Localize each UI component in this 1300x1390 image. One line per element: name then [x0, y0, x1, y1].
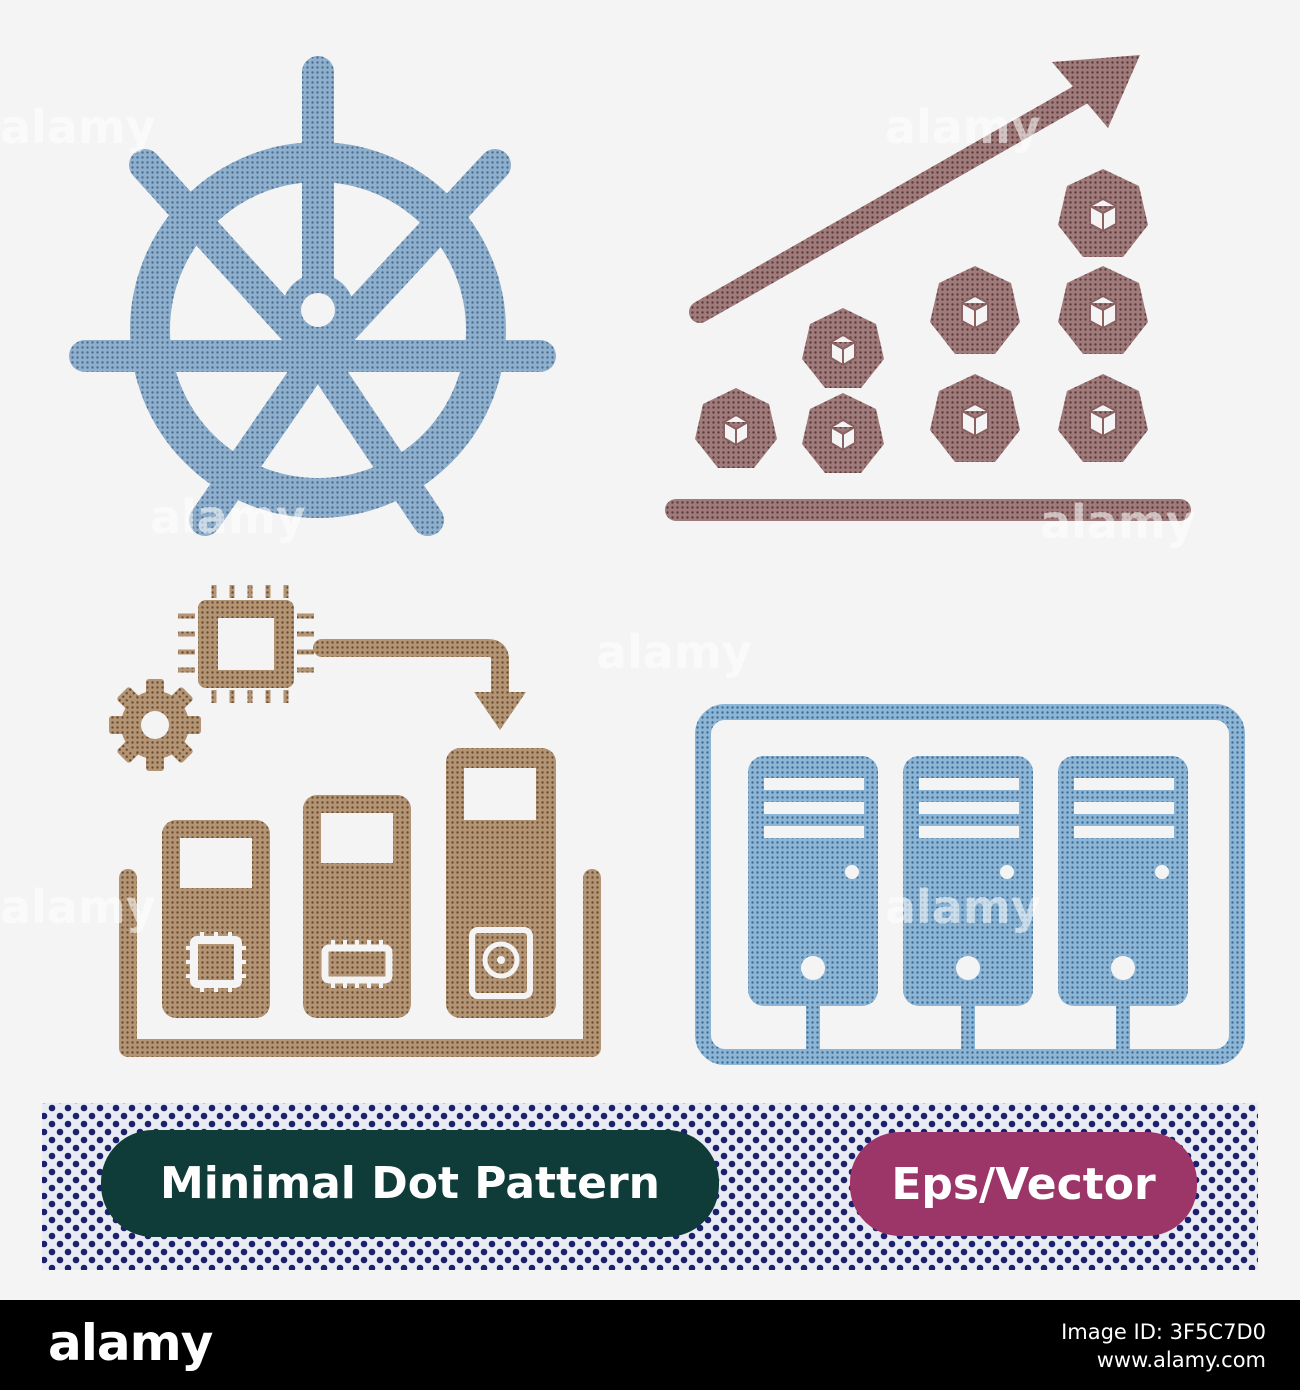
- rack-frame: [695, 704, 1245, 1065]
- left-badge-label: Minimal Dot Pattern: [159, 1158, 660, 1209]
- right-badge-background: [850, 1132, 1197, 1236]
- resource-column: [303, 795, 411, 1018]
- illustration-canvas: [42, 55, 1258, 1270]
- cube-node: [695, 388, 777, 468]
- site-url: www.alamy.com: [1096, 1348, 1266, 1372]
- growth-arrow-head: [1052, 55, 1140, 128]
- right-badge-label: Eps/Vector: [891, 1158, 1156, 1210]
- resource-column: [162, 820, 270, 1018]
- cube-node: [1058, 374, 1148, 462]
- server-unit: [1058, 756, 1188, 1050]
- gear-icon: [109, 679, 201, 771]
- ship-wheel-icon: [69, 56, 556, 536]
- resource-allocation-icon: [109, 585, 601, 1057]
- cube-node: [1058, 266, 1148, 354]
- allocation-arrow-head: [474, 692, 526, 730]
- server-unit: [903, 756, 1033, 1050]
- footer-meta: Image ID: 3F5C7D0 www.alamy.com: [1061, 1318, 1266, 1374]
- cube-node: [930, 266, 1020, 354]
- allocation-arrow: [313, 639, 509, 709]
- cpu-chip-icon: [178, 585, 314, 703]
- growth-arrow-shaft: [689, 84, 1091, 323]
- image-id: Image ID: 3F5C7D0: [1061, 1320, 1266, 1344]
- server-unit: [748, 756, 878, 1050]
- left-badge-background: [101, 1130, 719, 1237]
- cube-node: [802, 393, 884, 473]
- cube-node: [802, 308, 884, 388]
- cube-node: [930, 374, 1020, 462]
- server-rack-icon: [695, 704, 1245, 1065]
- resource-column: [446, 748, 556, 1018]
- footer-bar: alamy Image ID: 3F5C7D0 www.alamy.com: [0, 1300, 1300, 1390]
- cube-node: [1058, 169, 1148, 257]
- allocation-tray: [119, 869, 601, 1057]
- growth-chart-icon: [665, 55, 1191, 521]
- brand-logo: alamy: [48, 1314, 213, 1372]
